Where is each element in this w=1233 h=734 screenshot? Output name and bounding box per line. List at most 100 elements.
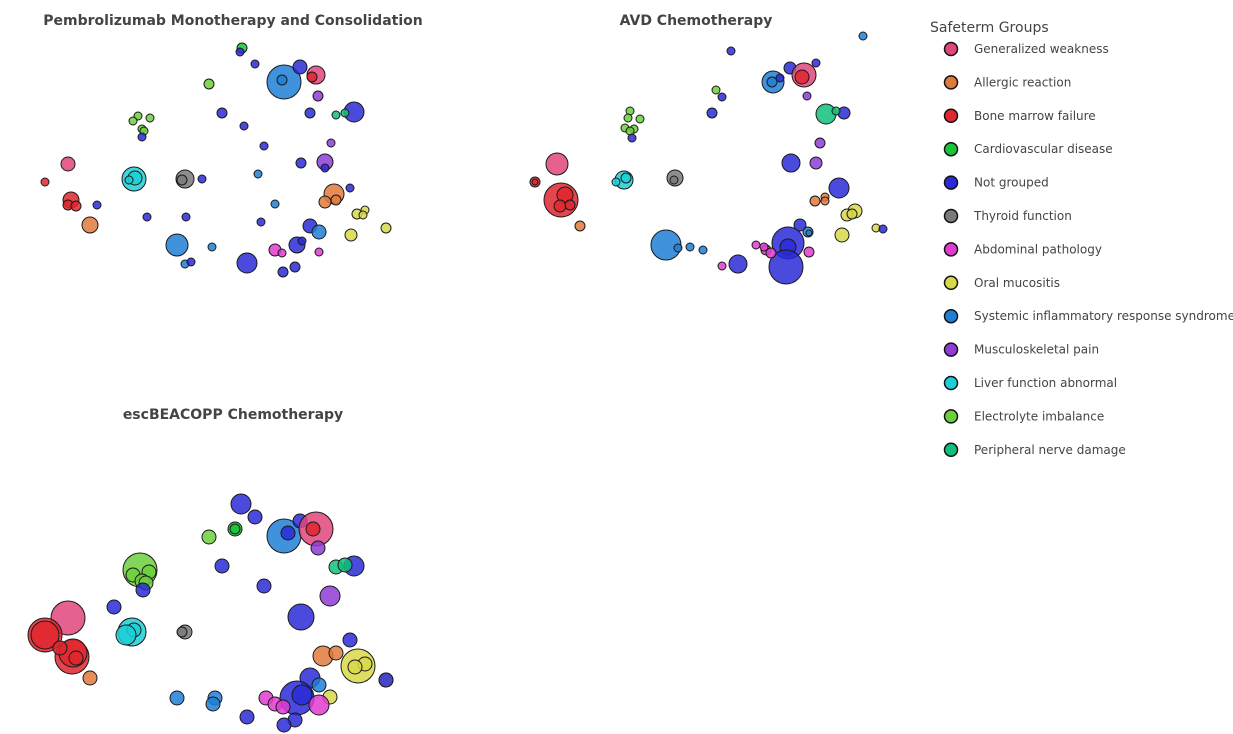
legend-item[interactable]: Liver function abnormal [943,375,1118,391]
data-point[interactable] [280,525,296,541]
data-point[interactable] [781,153,801,173]
data-point[interactable] [236,252,258,274]
legend-item[interactable]: Peripheral nerve damage [943,442,1126,458]
data-point[interactable] [320,163,330,173]
data-point[interactable] [253,169,263,179]
data-point[interactable] [717,92,727,102]
data-point[interactable] [277,248,287,258]
data-point[interactable] [250,59,260,69]
data-point[interactable] [814,137,826,149]
data-point[interactable] [326,138,336,148]
data-point[interactable] [247,509,263,525]
data-point[interactable] [751,240,761,250]
data-point[interactable] [292,59,308,75]
data-point[interactable] [216,107,228,119]
legend-item[interactable]: Cardiovascular disease [943,141,1113,157]
data-point[interactable] [295,157,307,169]
data-point[interactable] [304,107,316,119]
data-point[interactable] [611,177,621,187]
data-point[interactable] [858,31,868,41]
data-point[interactable] [685,242,695,252]
data-point[interactable] [207,242,217,252]
data-point[interactable] [728,254,748,274]
data-point[interactable] [828,177,850,199]
legend-item[interactable]: Abdominal pathology [943,242,1102,257]
data-point[interactable] [531,178,539,186]
data-point[interactable] [358,210,368,220]
legend-item[interactable]: Electrolyte imbalance [943,409,1105,424]
data-point[interactable] [239,121,249,131]
data-point[interactable] [775,73,785,83]
data-point[interactable] [378,672,394,688]
legend-item[interactable]: Thyroid function [943,208,1072,224]
legend-item[interactable]: Systemic inflammatory response syndrome [943,308,1233,324]
data-point[interactable] [627,133,637,143]
data-point[interactable] [318,195,332,209]
data-point[interactable] [186,257,196,267]
data-point[interactable] [765,247,777,259]
data-point[interactable] [809,195,821,207]
data-point[interactable] [239,709,255,725]
legend-item[interactable]: Allergic reaction [943,75,1072,90]
data-point[interactable] [81,216,99,234]
data-point[interactable] [669,175,679,185]
data-point[interactable] [214,558,230,574]
data-point[interactable] [337,557,353,573]
data-point[interactable] [834,227,850,243]
data-point[interactable] [289,261,301,273]
data-point[interactable] [809,156,823,170]
data-point[interactable] [311,677,327,693]
data-point[interactable] [276,717,292,733]
data-point[interactable] [759,242,769,252]
data-point[interactable] [380,222,392,234]
data-point[interactable] [319,585,341,607]
data-point[interactable] [878,224,888,234]
data-point[interactable] [205,696,221,712]
data-point[interactable] [259,141,269,151]
data-point[interactable] [706,107,718,119]
data-point[interactable] [176,174,188,186]
data-point[interactable] [256,217,266,227]
data-point[interactable] [128,116,138,126]
data-point[interactable] [70,200,82,212]
legend-item[interactable]: Bone marrow failure [943,108,1096,124]
data-point[interactable] [766,76,778,88]
data-point[interactable] [311,224,327,240]
data-point[interactable] [297,236,307,246]
data-point[interactable] [291,684,313,706]
data-point[interactable] [574,220,586,232]
data-point[interactable] [330,194,342,206]
data-point[interactable] [169,690,185,706]
legend-item[interactable]: Generalized weakness [943,41,1109,57]
data-point[interactable] [276,74,288,86]
data-point[interactable] [794,69,810,85]
data-point[interactable] [82,670,98,686]
data-point[interactable] [553,199,567,213]
data-point[interactable] [314,247,324,257]
data-point[interactable] [229,523,241,535]
data-point[interactable] [176,626,188,638]
data-point[interactable] [347,659,363,675]
data-point[interactable] [635,114,645,124]
data-point[interactable] [811,58,821,68]
data-point[interactable] [203,78,215,90]
data-point[interactable] [197,174,207,184]
data-point[interactable] [698,245,708,255]
data-point[interactable] [711,85,721,95]
data-point[interactable] [235,47,245,57]
data-point[interactable] [831,106,841,116]
data-point[interactable] [92,200,102,210]
data-point[interactable] [115,624,137,646]
data-point[interactable] [345,183,355,193]
data-point[interactable] [145,113,155,123]
data-point[interactable] [342,632,358,648]
data-point[interactable] [256,578,272,594]
data-point[interactable] [717,261,727,271]
data-point[interactable] [230,493,252,515]
data-point[interactable] [344,228,358,242]
data-point[interactable] [623,113,633,123]
data-point[interactable] [305,521,321,537]
data-point[interactable] [60,156,76,172]
data-point[interactable] [52,640,68,656]
data-point[interactable] [328,645,344,661]
